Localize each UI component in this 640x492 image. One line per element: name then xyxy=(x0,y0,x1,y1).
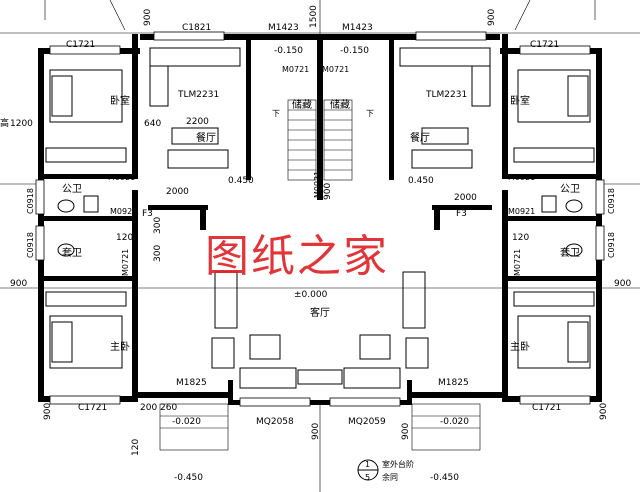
note-same: 余同 xyxy=(382,472,398,482)
dim-120-vertical-left: 120 xyxy=(116,233,133,243)
room-ensuite-right: 套卫 xyxy=(560,246,580,259)
dim-1200: 1200 xyxy=(10,119,33,129)
code-mq2058: MQ2058 xyxy=(256,417,294,427)
dim-120: 120 xyxy=(131,439,141,456)
f3-right: F3 xyxy=(456,209,467,219)
dim-200: 200 xyxy=(140,403,157,413)
code-m0721-left: M0721 xyxy=(282,65,309,74)
level-045-left: 0.450 xyxy=(228,176,254,186)
room-labels: 卧室 卧室 餐厅 餐厅 储藏 储藏 公卫 公卫 套卫 套卫 主卧 主卧 客厅 下… xyxy=(62,94,580,353)
code-c0918-right-2: C0918 xyxy=(607,232,616,258)
code-c0918-right-1: C0918 xyxy=(607,188,616,214)
code-c1821: C1821 xyxy=(182,23,211,33)
level-045-right: 0.450 xyxy=(408,176,434,186)
level-neg045-left: -0.450 xyxy=(174,473,203,483)
dim-900-bottom-right: 900 xyxy=(599,403,609,420)
dim-900-mid-left: 900 xyxy=(10,279,27,289)
dim-260: 260 xyxy=(160,403,177,413)
section-number-bottom: 5 xyxy=(365,473,370,482)
room-master-right: 主卧 xyxy=(510,340,530,353)
dim-2000-right: 2000 xyxy=(454,193,477,203)
dim-300-a: 300 xyxy=(153,217,163,234)
dim-2200: 2200 xyxy=(186,117,209,127)
level-neg002-right: -0.020 xyxy=(440,417,469,427)
code-c1721-bottom-left: C1721 xyxy=(78,403,107,413)
room-bedroom-right: 卧室 xyxy=(510,94,530,107)
furniture xyxy=(45,47,595,481)
notes: 1 5 室外台阶 余同 xyxy=(365,459,414,482)
dim-900-bottom-1: 900 xyxy=(311,423,321,440)
dim-120-vertical-right: 120 xyxy=(512,233,529,243)
note-exterior-steps: 室外台阶 xyxy=(382,459,414,469)
code-m0721-side-left: M0721 xyxy=(121,249,130,276)
code-m0921-b: M0921 xyxy=(110,207,137,216)
room-living: 客厅 xyxy=(310,306,330,319)
code-m0721-right: M0721 xyxy=(322,65,349,74)
level-neg015-right: -0.150 xyxy=(340,46,369,56)
level-zero: ±0.000 xyxy=(294,290,328,300)
level-neg045-right: -0.450 xyxy=(430,473,459,483)
dim-900-mid-right: 900 xyxy=(614,279,631,289)
stair-down-right: 下 xyxy=(366,109,374,118)
room-ensuite-left: 套卫 xyxy=(62,246,82,259)
dim-1500: 1500 xyxy=(309,5,319,28)
level-neg002-left: -0.020 xyxy=(172,417,201,427)
code-m0921-d: M0921 xyxy=(508,207,535,216)
code-c1721-top-left: C1721 xyxy=(66,40,95,50)
code-c0918-left-1: C0918 xyxy=(26,188,35,214)
dim-300-b: 300 xyxy=(153,245,163,262)
section-number-top: 1 xyxy=(365,460,370,469)
code-m1825-right: M1825 xyxy=(438,378,469,388)
room-master-left: 主卧 xyxy=(110,340,130,353)
code-mq2059: MQ2059 xyxy=(348,417,386,427)
dim-2000-left: 2000 xyxy=(166,187,189,197)
dim-900-vertical-center: 900 xyxy=(323,183,333,200)
code-m0921-c: M0921 xyxy=(508,173,535,182)
room-public-bath-left: 公卫 xyxy=(62,184,82,195)
hai-prefix: 高 xyxy=(0,117,9,129)
code-tlm-right: TLM2231 xyxy=(425,90,467,100)
code-m1423-right: M1423 xyxy=(342,23,373,33)
code-m0921-a: M0921 xyxy=(108,173,135,182)
room-dining-right: 餐厅 xyxy=(410,131,430,144)
level-neg015-left: -0.150 xyxy=(274,46,303,56)
dim-900-bottom-left: 900 xyxy=(43,403,53,420)
code-tlm-left: TLM2231 xyxy=(177,90,219,100)
code-c1721-top-right: C1721 xyxy=(530,40,559,50)
windows-graphics xyxy=(35,31,605,407)
code-m0921-vertical: M0921 xyxy=(313,171,322,198)
dim-900-top-left: 900 xyxy=(143,9,153,26)
dim-900-bottom-2: 900 xyxy=(401,423,411,440)
code-c0918-left-2: C0918 xyxy=(26,232,35,258)
level-marks: -0.150 -0.150 0.450 0.450 ±0.000 -0.020 … xyxy=(172,46,469,483)
stair-down-left: 下 xyxy=(272,109,280,118)
dimension-labels: 900 1500 900 高 1200 640 2200 2000 2000 F… xyxy=(0,5,631,456)
f3-left: F3 xyxy=(142,209,153,219)
code-m1825-left: M1825 xyxy=(176,378,207,388)
dim-640: 640 xyxy=(144,119,161,129)
room-dining-left: 餐厅 xyxy=(196,131,216,144)
dim-900-top-right: 900 xyxy=(487,9,497,26)
watermark-text: 图纸之家 xyxy=(205,231,389,282)
room-public-bath-right: 公卫 xyxy=(560,184,580,195)
room-storage-right: 储藏 xyxy=(330,98,350,111)
room-bedroom-left: 卧室 xyxy=(110,94,130,107)
walls xyxy=(38,34,602,405)
room-storage-left: 储藏 xyxy=(292,98,312,111)
door-window-codes: C1821 M1423 M1423 C1721 C1721 TLM2231 TL… xyxy=(26,23,616,427)
code-m0721-side-right: M0721 xyxy=(513,249,522,276)
code-c1721-bottom-right: C1721 xyxy=(532,403,561,413)
code-m1423-left: M1423 xyxy=(268,23,299,33)
